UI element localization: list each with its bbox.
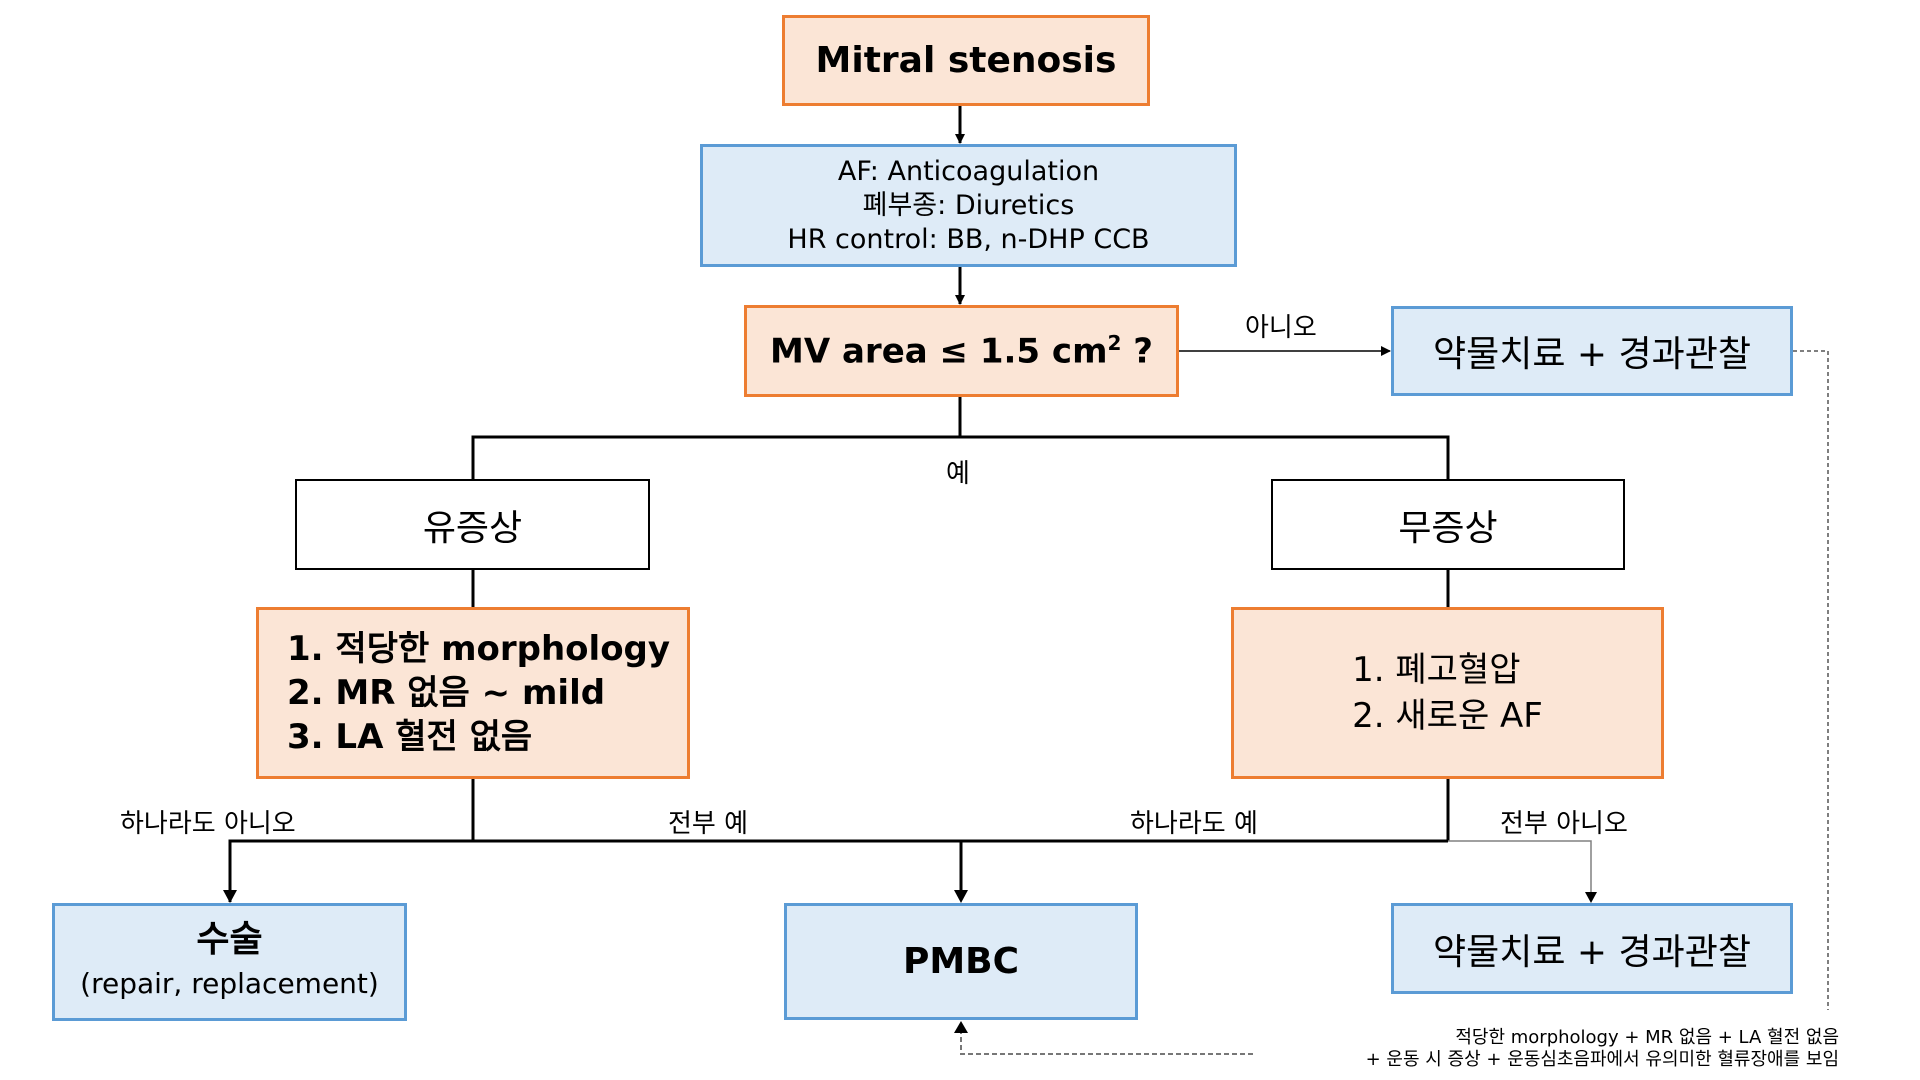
medical-line-edema: 폐부종: Diuretics	[862, 189, 1075, 221]
edge-label-any-no: 하나라도 아니오	[120, 809, 296, 839]
arrowhead-pmbc	[954, 890, 968, 903]
criteria-line-2: 2. MR 없음 ~ mild	[287, 673, 606, 713]
surgery-subtitle: (repair, replacement)	[80, 967, 379, 1000]
criteria-asym-line-2: 2. 새로운 AF	[1352, 696, 1543, 736]
decision-label-text: MV area ≤ 1.5 cm	[770, 331, 1108, 372]
node-mitral-stenosis-label: Mitral stenosis	[815, 40, 1117, 81]
line-branch-split	[471, 435, 1450, 479]
node-symptomatic: 유증상	[295, 479, 650, 570]
criteria-asym-line-1: 1. 폐고혈압	[1352, 650, 1521, 690]
edge-label-no-top: 아니오	[1245, 313, 1317, 343]
decision-label-sup: 2	[1107, 330, 1122, 355]
dashed-feedback-line	[1793, 350, 1829, 1010]
symptomatic-label: 유증상	[422, 507, 523, 549]
footnote-line-1: 적당한 morphology + MR 없음 + LA 혈전 없음	[1455, 1027, 1839, 1048]
node-asymptomatic: 무증상	[1271, 479, 1625, 570]
footnote-line-2: + 운동 시 증상 + 운동심초음파에서 유의미한 혈류장애를 보임	[1365, 1049, 1839, 1070]
node-criteria-symptomatic: 1. 적당한 morphology 2. MR 없음 ~ mild 3. LA …	[256, 607, 690, 779]
node-mv-area-decision: MV area ≤ 1.5 cm2 ?	[744, 305, 1179, 397]
edge-label-yes: 예	[946, 459, 970, 489]
medical-line-af: AF: Anticoagulation	[837, 155, 1100, 187]
criteria-asym-list: 1. 폐고혈압 2. 새로운 AF	[1352, 647, 1543, 739]
node-pmbc: PMBC	[784, 903, 1138, 1020]
arrowhead-right-bottom	[1585, 892, 1597, 903]
node-medical-management: AF: Anticoagulation 폐부종: Diuretics HR co…	[700, 144, 1237, 267]
edge-label-any-yes: 하나라도 예	[1130, 809, 1258, 839]
node-medical-follow-top: 약물치료 + 경과관찰	[1391, 306, 1793, 396]
line-all-no	[1448, 840, 1592, 893]
decision-label: MV area ≤ 1.5 cm2 ?	[770, 331, 1153, 371]
criteria-line-1: 1. 적당한 morphology	[287, 629, 671, 669]
asymptomatic-label: 무증상	[1398, 507, 1498, 549]
medical-follow-bottom-label: 약물치료 + 경과관찰	[1432, 931, 1751, 973]
surgery-title: 수술	[196, 919, 263, 960]
medical-follow-top-label: 약물치료 + 경과관찰	[1432, 334, 1751, 375]
medical-line-hr: HR control: BB, n-DHP CCB	[787, 223, 1150, 255]
node-medical-follow-bottom: 약물치료 + 경과관찰	[1391, 903, 1793, 994]
edge-label-all-yes: 전부 예	[668, 809, 749, 839]
node-criteria-asymptomatic: 1. 폐고혈압 2. 새로운 AF	[1231, 607, 1664, 779]
criteria-line-3: 3. LA 혈전 없음	[287, 717, 533, 757]
arrowhead-surgery	[223, 890, 237, 903]
edge-label-all-no: 전부 아니오	[1500, 809, 1628, 839]
node-mitral-stenosis: Mitral stenosis	[782, 15, 1150, 106]
node-surgery: 수술 (repair, replacement)	[52, 903, 407, 1021]
decision-label-q: ?	[1121, 331, 1153, 372]
dashed-to-pmbc-line	[960, 1033, 1253, 1055]
pmbc-label: PMBC	[902, 941, 1020, 982]
arrowhead-pmbc-dashed	[954, 1021, 968, 1033]
line-bottom-bus	[228, 839, 1448, 902]
